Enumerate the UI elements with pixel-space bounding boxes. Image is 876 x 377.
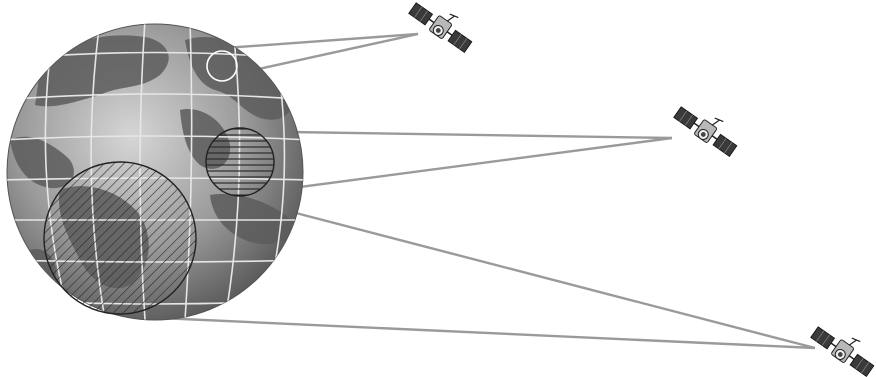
satellite-2 [673,97,744,158]
satellite-1 [408,0,479,54]
beam-line-sat2-bottom [262,138,672,192]
satellite-icon [408,0,479,54]
satellite-3 [810,317,876,377]
satellite-icon [810,317,876,377]
beam-line-sat2-top [290,132,672,138]
coverage-area-medium [206,128,274,196]
coverage-area-large [44,162,196,314]
satellite-icon [673,97,744,158]
